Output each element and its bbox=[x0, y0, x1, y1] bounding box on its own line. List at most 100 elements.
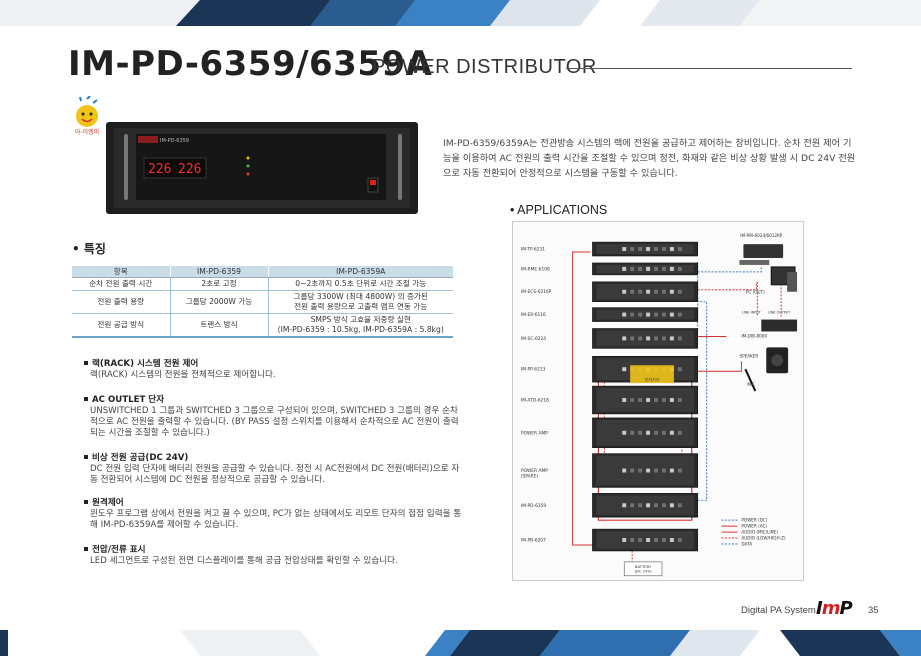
brand-letter-p: P bbox=[839, 598, 852, 619]
device-label: IM-PB-6207 bbox=[521, 538, 546, 544]
battery-label: BATTERY(DC 24V) bbox=[635, 565, 653, 574]
feature-title: 전압/전류 표시 bbox=[84, 545, 464, 556]
rack-knob bbox=[654, 398, 658, 402]
rack-knob bbox=[638, 336, 643, 341]
dib-label: IM-DIB-8000 bbox=[741, 333, 767, 338]
rack-knob bbox=[654, 312, 658, 317]
feature-item: 전압/전류 표시 LED 세그먼트로 구성된 전면 디스플레이를 통해 공급 전… bbox=[84, 545, 464, 567]
device-label: IM-ATD-6218 bbox=[521, 397, 549, 403]
feature-body: UNSWITCHED 1 그룹과 SWITCHED 3 그룹으로 구성되어 있으… bbox=[90, 406, 459, 438]
rack-knob bbox=[630, 336, 635, 341]
feature-title: 원격제어 bbox=[84, 498, 464, 509]
device-label: IM-ER-6116 bbox=[521, 312, 546, 318]
line-input-label: LINE INPUT bbox=[742, 311, 762, 315]
rack-knob bbox=[638, 503, 643, 508]
feature-item: 비상 전원 공급(DC 24V) DC 전원 입력 단자에 배터리 전원을 공급… bbox=[84, 453, 464, 486]
rack-knob bbox=[654, 247, 658, 252]
rack-knob bbox=[677, 503, 682, 508]
intro-paragraph: IM-PD-6359/6359A는 전관방송 시스템의 랙에 전원을 공급하고 … bbox=[443, 138, 856, 179]
rack-knob bbox=[630, 398, 635, 402]
feature-title: AC OUTLET 단자 bbox=[84, 395, 464, 406]
rack-knob bbox=[669, 336, 674, 341]
table-cell: 그룹당 3300W (최대 4800W) 의 증가된 전원 출력 용량으로 고출… bbox=[267, 290, 453, 314]
table-cell: 2초로 고정 bbox=[169, 277, 268, 291]
rack-knob bbox=[677, 398, 682, 402]
device-label: IM-ECS-6216P bbox=[521, 289, 552, 295]
table-cell: 전원 공급 방식 bbox=[72, 313, 170, 338]
display-right: 226 bbox=[178, 162, 201, 177]
rack-knob bbox=[677, 367, 682, 372]
rack-panel bbox=[596, 264, 694, 273]
rack-knob bbox=[669, 468, 674, 473]
feature-body: LED 세그먼트로 구성된 전면 디스플레이를 통해 공급 전압상태를 확인할 … bbox=[90, 556, 398, 566]
rack-knob bbox=[677, 289, 682, 294]
legend-label: AUDIO (MIC/LINE) bbox=[741, 530, 778, 535]
rack-panel bbox=[596, 309, 694, 320]
feature-title: 랙(RACK) 시스템 전원 제어 bbox=[84, 359, 464, 370]
line-output-label: LINE OUTPUT bbox=[768, 311, 791, 315]
rack-panel bbox=[596, 388, 694, 412]
table-cell: 그룹당 2000W 가능 bbox=[169, 290, 268, 314]
wire-audio bbox=[697, 281, 757, 291]
rack-panel bbox=[596, 419, 694, 446]
legend-label: POWER (DC) bbox=[741, 518, 767, 523]
mic-icon bbox=[744, 368, 757, 392]
rack-knob bbox=[622, 312, 627, 317]
device-label: IM-RME-6108 bbox=[521, 266, 550, 272]
rack-knob bbox=[661, 312, 666, 317]
rack-knob bbox=[669, 247, 674, 252]
rack-knob bbox=[654, 336, 658, 341]
wire-data bbox=[697, 266, 762, 273]
rack-knob bbox=[677, 430, 682, 435]
logo-caption: 아-이엠피 bbox=[74, 129, 100, 136]
spec-table: 항목 IM-PD-6359 IM-PD-6359A 순차 전원 출력 시간 2초… bbox=[72, 266, 453, 338]
rack-knob bbox=[669, 266, 674, 271]
brand-letter-i: I bbox=[816, 598, 823, 619]
rack-knob bbox=[669, 398, 674, 402]
table-header: 항목 bbox=[72, 266, 170, 278]
rack-knob bbox=[622, 538, 627, 543]
device-label: POWER AMP(SPARE) bbox=[521, 468, 548, 479]
table-cell: 0~2초까지 0.5초 단위로 시간 조절 가능 bbox=[267, 277, 453, 291]
highlight-label: 순차기기 bbox=[645, 377, 660, 382]
table-header: IM-PD-6359 bbox=[169, 266, 268, 278]
applications-title: • APPLICATIONS bbox=[510, 203, 608, 217]
rack-knob bbox=[646, 247, 651, 252]
rack-knob bbox=[630, 266, 635, 271]
rack-knob bbox=[622, 430, 627, 435]
rack-knob bbox=[654, 468, 658, 473]
table-row: 전원 출력 용량 그룹당 2000W 가능 그룹당 3300W (최대 4800… bbox=[72, 290, 453, 314]
rack-knob bbox=[630, 538, 635, 543]
remote-base bbox=[739, 259, 770, 265]
top-band bbox=[0, 0, 921, 26]
feature-item: 원격제어 윈도우 프로그램 상에서 전원을 켜고 끌 수 있으며, PC가 없는… bbox=[84, 498, 464, 531]
rack-knob bbox=[638, 247, 643, 252]
rack-knob bbox=[630, 430, 635, 435]
rack-knob bbox=[638, 398, 643, 402]
table-header: IM-PD-6359A bbox=[267, 266, 453, 278]
pc-label: PC (OUT) bbox=[746, 290, 765, 295]
rack-knob bbox=[646, 398, 651, 402]
rack-knob bbox=[661, 538, 666, 543]
device-label: POWER AMP bbox=[521, 430, 548, 436]
page-number: 35 bbox=[868, 605, 879, 616]
rack-knob bbox=[638, 312, 643, 317]
bottom-band-graphic bbox=[0, 630, 921, 656]
feature-item: AC OUTLET 단자 UNSWITCHED 1 그룹과 SWITCHED 3… bbox=[84, 395, 464, 439]
rack-knob bbox=[638, 266, 643, 271]
wire-data bbox=[697, 301, 708, 501]
bottom-band bbox=[0, 630, 921, 656]
rack-knob bbox=[669, 503, 674, 508]
rack-knob bbox=[630, 468, 635, 473]
title-divider bbox=[566, 68, 852, 69]
feature-body: 윈도우 프로그램 상에서 전원을 켜고 끌 수 있으며, PC가 없는 상태에서… bbox=[90, 509, 462, 530]
rack-knob bbox=[646, 538, 651, 543]
rack-knob bbox=[661, 503, 666, 508]
device-label: IM-PD-6359 bbox=[521, 503, 546, 509]
rack-panel bbox=[596, 455, 694, 486]
feature-item: 랙(RACK) 시스템 전원 제어 랙(RACK) 시스템의 전원을 전체적으로… bbox=[84, 359, 464, 381]
footer-brand-logo: ImP bbox=[816, 598, 853, 619]
brand-letter-m: m bbox=[821, 598, 841, 619]
rack-panel bbox=[596, 531, 694, 549]
speaker-label: SPEAKER bbox=[739, 353, 758, 358]
